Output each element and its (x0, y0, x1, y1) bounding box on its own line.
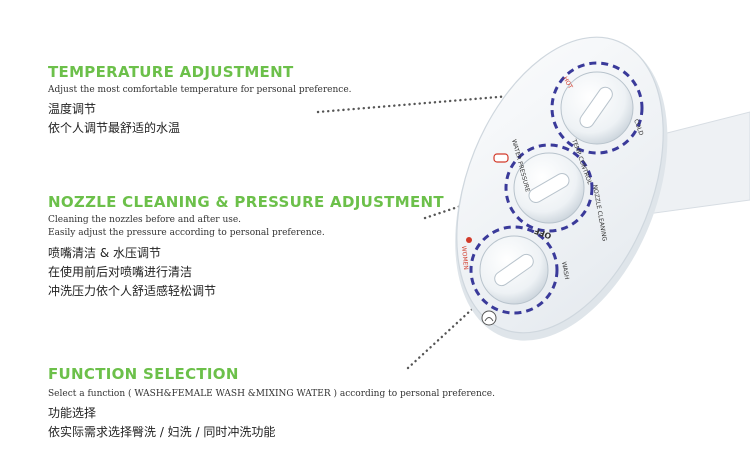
women-label: WOMEN (460, 246, 469, 271)
section-zh-line: 依个人调节最舒适的水温 (48, 121, 181, 135)
section-en-line: Easily adjust the pressure according to … (48, 228, 325, 238)
pressure-dial[interactable] (504, 143, 594, 233)
section-zh-line: 依实际需求选择臀洗 / 妇洗 / 同时冲洗功能 (48, 425, 276, 439)
temperature-dial[interactable] (550, 61, 644, 155)
function-dial[interactable] (469, 225, 559, 315)
section-title: FUNCTION SELECTION (48, 365, 239, 383)
section-zh-line: 在使用前后对喷嘴进行清洁 (48, 265, 193, 279)
section-zh-line: 喷嘴清洁 & 水压调节 (48, 246, 161, 260)
seat-icon (484, 317, 494, 322)
wash-label: WASH (560, 261, 570, 280)
section-en-line: Cleaning the nozzles before and after us… (48, 215, 242, 225)
section-zh-line: 功能选择 (48, 406, 97, 420)
women-wash-icon (466, 237, 472, 243)
section-en-line: Select a function ( WASH&FEMALE WASH &MI… (48, 389, 495, 399)
section-en-line: Adjust the most comfortable temperature … (48, 85, 352, 95)
section-zh-line: 温度调节 (48, 102, 97, 116)
leader-line-temperature (316, 90, 560, 114)
section-title: TEMPERATURE ADJUSTMENT (48, 63, 294, 81)
pressure-indicator-icon (493, 153, 509, 163)
section-title: NOZZLE CLEANING & PRESSURE ADJUSTMENT (48, 193, 444, 211)
leader-line-function (406, 298, 484, 370)
section-zh-line: 冲洗压力依个人舒适感轻松调节 (48, 284, 217, 298)
